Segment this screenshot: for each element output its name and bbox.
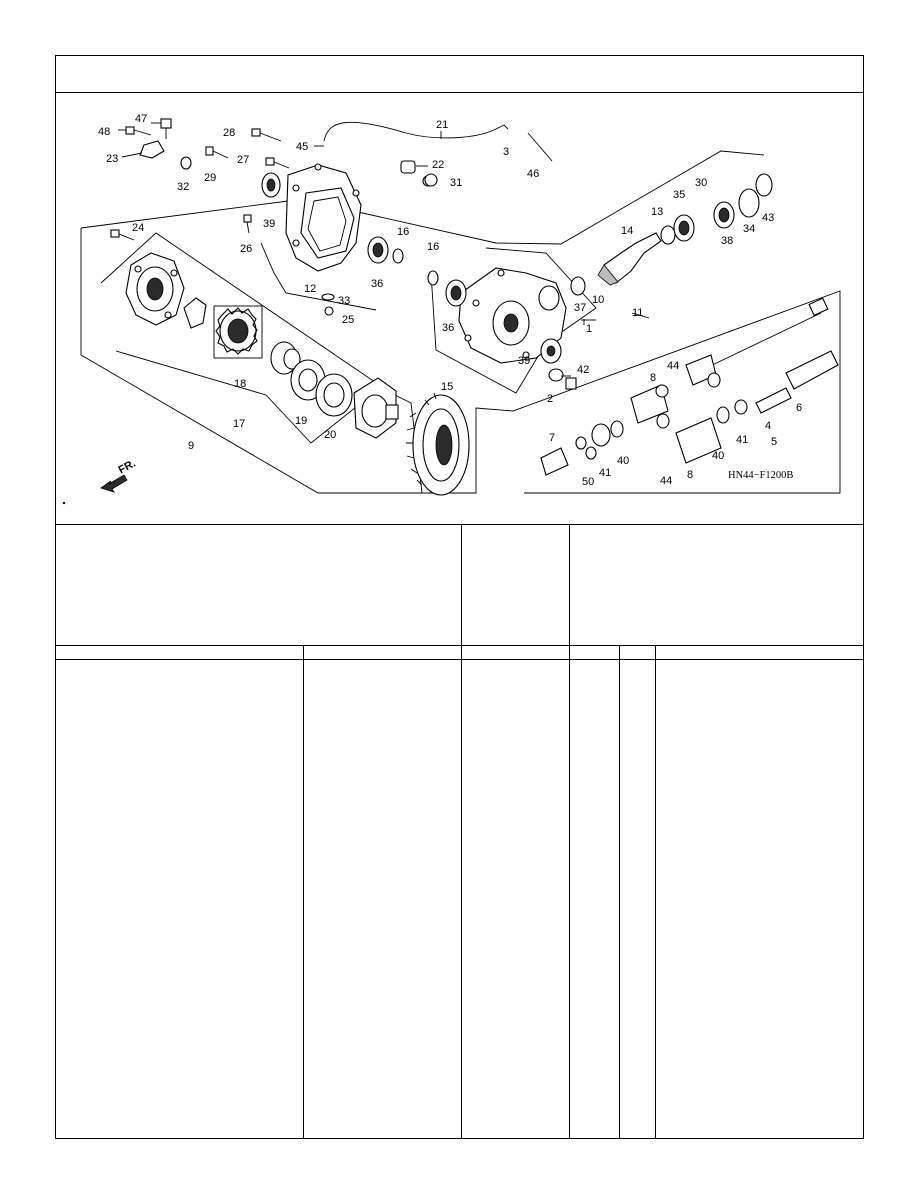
callout-3: 3 bbox=[503, 146, 509, 158]
callout-37: 37 bbox=[574, 302, 586, 314]
differential-case bbox=[125, 252, 207, 329]
callout-38: 38 bbox=[721, 235, 733, 247]
callout-32: 32 bbox=[177, 181, 189, 193]
exploded-parts-diagram: 1 2 3 4 5 6 7 8 8 9 10 11 12 13 14 15 16… bbox=[62, 113, 841, 505]
callout-numbers: 1 2 3 4 5 6 7 8 8 9 10 11 12 13 14 15 16… bbox=[98, 113, 802, 488]
front-direction-label: FR. bbox=[116, 458, 137, 477]
breather-tube bbox=[323, 121, 553, 187]
callout-35: 35 bbox=[673, 189, 685, 201]
differential-flange bbox=[353, 377, 399, 439]
table-column-divider-3 bbox=[655, 645, 656, 1138]
callout-19: 19 bbox=[295, 415, 307, 427]
callout-18: 18 bbox=[234, 378, 246, 390]
callout-36a: 36 bbox=[371, 278, 383, 290]
callout-39a: 39 bbox=[263, 218, 275, 230]
callout-23: 23 bbox=[106, 153, 118, 165]
callout-9: 9 bbox=[188, 440, 194, 452]
callout-2: 2 bbox=[547, 393, 553, 405]
callout-13: 13 bbox=[651, 206, 663, 218]
callout-41a: 41 bbox=[599, 467, 611, 479]
callout-26: 26 bbox=[240, 243, 252, 255]
callout-15: 15 bbox=[441, 381, 453, 393]
gear-case bbox=[458, 267, 567, 364]
callout-48: 48 bbox=[98, 126, 110, 138]
callout-39b: 39 bbox=[518, 355, 530, 367]
callout-36b: 36 bbox=[442, 322, 454, 334]
drive-shaft-assembly bbox=[540, 297, 839, 476]
callout-42: 42 bbox=[577, 364, 589, 376]
page-frame bbox=[55, 55, 864, 1139]
callout-12: 12 bbox=[304, 283, 316, 295]
callout-8b: 8 bbox=[687, 469, 693, 481]
info-column-divider-1 bbox=[461, 524, 462, 1138]
callout-leaders bbox=[118, 122, 650, 377]
callout-10: 10 bbox=[592, 294, 604, 306]
callout-16a: 16 bbox=[397, 226, 409, 238]
callout-44b: 44 bbox=[660, 475, 672, 487]
callout-50: 50 bbox=[582, 476, 594, 488]
title-divider bbox=[56, 92, 863, 93]
diagram-bottom-divider bbox=[56, 524, 863, 525]
callout-14: 14 bbox=[621, 225, 633, 237]
callout-20: 20 bbox=[324, 429, 336, 441]
callout-4: 4 bbox=[765, 420, 771, 432]
callout-28: 28 bbox=[223, 127, 235, 139]
callout-45: 45 bbox=[296, 141, 308, 153]
callout-25: 25 bbox=[342, 314, 354, 326]
front-direction-arrow-icon bbox=[100, 474, 128, 493]
callout-21: 21 bbox=[436, 119, 448, 131]
pinion-gear bbox=[597, 225, 676, 286]
callout-22: 22 bbox=[432, 159, 444, 171]
info-column-divider-2 bbox=[569, 524, 570, 1138]
callout-6: 6 bbox=[796, 402, 802, 414]
table-column-divider-1 bbox=[303, 645, 304, 1138]
callout-34: 34 bbox=[743, 223, 755, 235]
table-column-divider-2 bbox=[619, 645, 620, 1138]
callout-11: 11 bbox=[632, 307, 643, 319]
callout-31: 31 bbox=[450, 177, 462, 189]
callout-24: 24 bbox=[132, 222, 144, 234]
callout-1: 1 bbox=[586, 323, 592, 335]
callout-40b: 40 bbox=[712, 450, 724, 462]
figure-code: HN44−F1200B bbox=[728, 470, 793, 481]
callout-44a: 44 bbox=[667, 360, 679, 372]
callout-30: 30 bbox=[695, 177, 707, 189]
table-header-top bbox=[56, 645, 863, 646]
face-cam-and-washers bbox=[270, 341, 353, 417]
print-dot bbox=[62, 501, 66, 505]
callout-7: 7 bbox=[549, 432, 555, 444]
callout-27: 27 bbox=[237, 154, 249, 166]
callout-33: 33 bbox=[338, 295, 350, 307]
callout-17: 17 bbox=[233, 418, 245, 430]
ring-gear bbox=[406, 392, 470, 496]
callout-41b: 41 bbox=[736, 434, 748, 446]
cam-spider bbox=[213, 305, 263, 359]
callout-47: 47 bbox=[135, 113, 147, 125]
callout-8a: 8 bbox=[650, 372, 656, 384]
callout-40a: 40 bbox=[617, 455, 629, 467]
bolts bbox=[110, 118, 577, 390]
bearings bbox=[261, 172, 773, 364]
callout-5: 5 bbox=[771, 436, 777, 448]
callout-46: 46 bbox=[527, 168, 539, 180]
callout-43: 43 bbox=[762, 212, 774, 224]
table-header-bottom bbox=[56, 659, 863, 660]
callout-16b: 16 bbox=[427, 241, 439, 253]
case-cover bbox=[285, 163, 362, 272]
callout-29: 29 bbox=[204, 172, 216, 184]
